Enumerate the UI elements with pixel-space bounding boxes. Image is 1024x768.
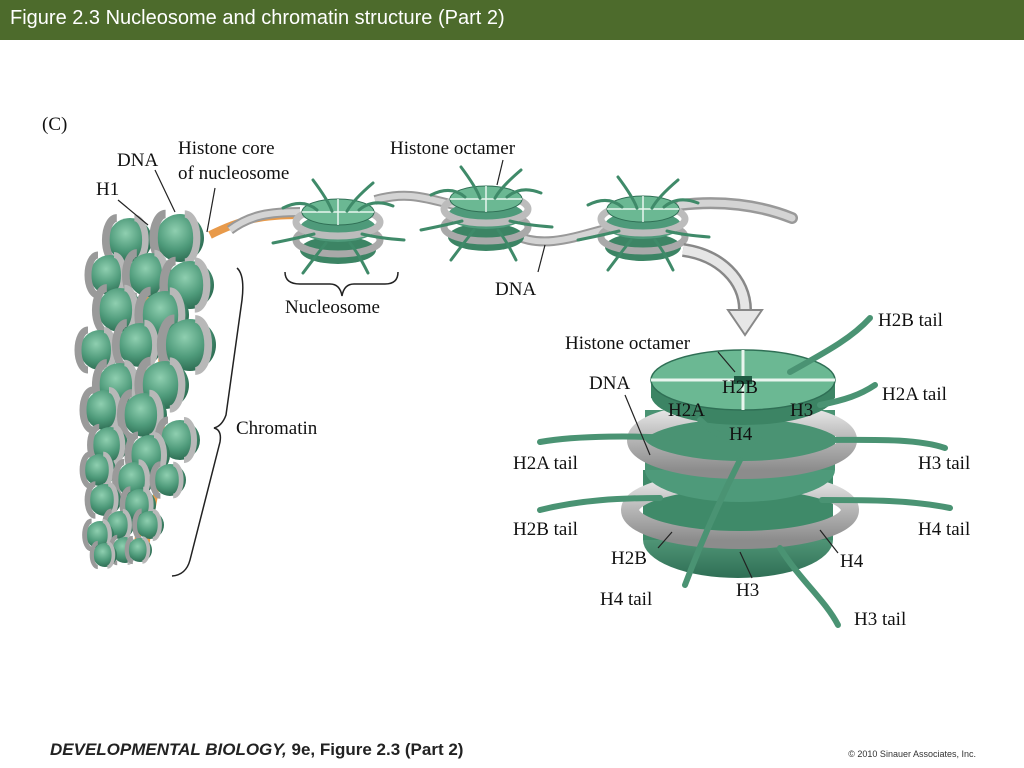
core-label-h2a: H2A [668, 400, 705, 421]
label-h2a-tail-right: H2A tail [882, 384, 947, 405]
chromatin-bead [82, 518, 114, 552]
label-h3-tail-bottom: H3 tail [854, 609, 906, 630]
chromatin-bead [79, 451, 116, 489]
title-bar: Figure 2.3 Nucleosome and chromatin stru… [0, 0, 1024, 40]
label-h4-bottom: H4 [840, 551, 864, 572]
core-label-h4: H4 [729, 424, 753, 445]
label-h1: H1 [96, 179, 119, 200]
label-histone-core-line2: of nucleosome [178, 163, 289, 184]
label-h2a-tail-left: H2A tail [513, 453, 578, 474]
label-dna-detail: DNA [589, 373, 630, 394]
label-dna-top: DNA [117, 150, 158, 171]
label-nucleosome: Nucleosome [285, 297, 380, 318]
label-h4-tail-right: H4 tail [918, 519, 970, 540]
footer-book-title: DEVELOPMENTAL BIOLOGY, [50, 740, 287, 759]
label-histone-core-line1: Histone core [178, 138, 275, 159]
label-histone-octamer-top: Histone octamer [390, 138, 516, 159]
nucleosome-diagram: (C) DNA Histone core of nucleosome H1 Hi… [42, 114, 970, 630]
nucleosome-detail [537, 315, 953, 628]
label-chromatin: Chromatin [236, 418, 318, 439]
core-label-h3: H3 [790, 400, 813, 421]
chromatin-brace [171, 267, 244, 577]
chromatin-bead [116, 389, 167, 441]
chromatin-fiber [74, 209, 301, 570]
footer-copyright: © 2010 Sinauer Associates, Inc. [848, 749, 976, 759]
chromatin-bead [89, 540, 117, 570]
chromatin-bead [124, 535, 152, 565]
nucleosome-small [271, 178, 406, 275]
chromatin-bead [149, 461, 186, 499]
chromatin-bead [111, 319, 162, 371]
panel-label: (C) [42, 114, 67, 135]
chromatin-bead [84, 481, 121, 519]
label-h3-bottom: H3 [736, 580, 759, 601]
chromatin-bead [132, 508, 164, 542]
nucleosome-small [419, 165, 554, 262]
nucleosome-small [576, 175, 711, 272]
footer-edition: 9e, Figure 2.3 (Part 2) [286, 740, 464, 759]
label-h3-tail-right: H3 tail [918, 453, 970, 474]
label-histone-octamer: Histone octamer [565, 333, 691, 354]
label-h2b-tail-left: H2B tail [513, 519, 578, 540]
footer-citation: DEVELOPMENTAL BIOLOGY, 9e, Figure 2.3 (P… [50, 740, 463, 760]
slide-title: Figure 2.3 Nucleosome and chromatin stru… [10, 7, 505, 29]
leader-lines [117, 159, 839, 579]
label-h2b-tail-top: H2B tail [878, 310, 943, 331]
label-h4-tail-bottom: H4 tail [600, 589, 652, 610]
zoom-arrow [681, 243, 764, 337]
nucleosome-brace [284, 271, 399, 297]
core-label-h2b: H2B [722, 377, 758, 398]
label-dna-mid: DNA [495, 279, 536, 300]
label-h2b-bottom: H2B [611, 548, 647, 569]
